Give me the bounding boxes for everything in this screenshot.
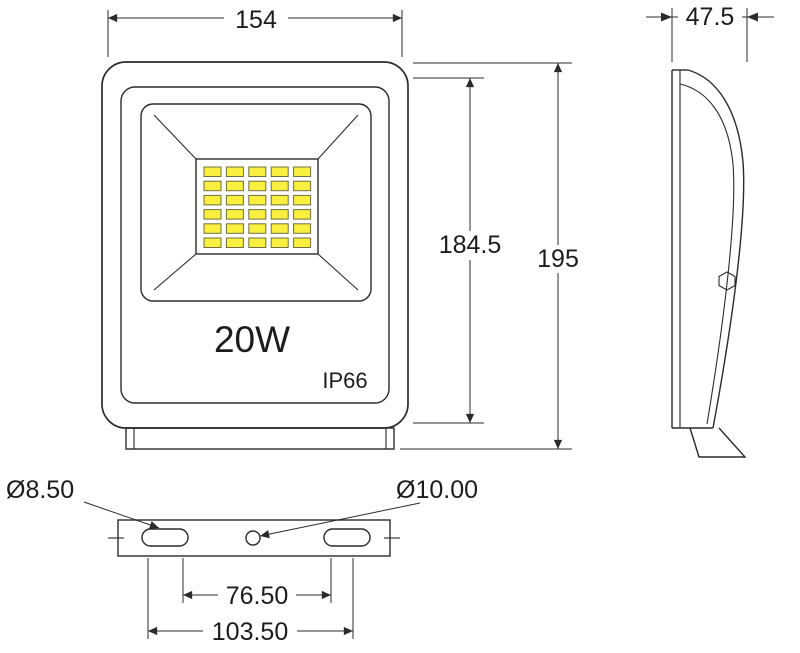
- led-chip: [293, 237, 312, 248]
- led-chip: [248, 194, 267, 206]
- side-foot: [689, 427, 747, 458]
- led-chip: [225, 194, 244, 206]
- led-chip: [270, 237, 289, 248]
- dim-span-outer: 103.50: [147, 558, 354, 646]
- leader-slot-diameter: Ø8.50: [6, 476, 160, 529]
- arrowhead: [661, 12, 672, 22]
- side-back-profile: [687, 69, 745, 429]
- led-chip: [293, 223, 312, 234]
- mounting-plate: [117, 519, 391, 557]
- led-chip: [293, 166, 312, 177]
- hex-bolt-icon: [718, 271, 736, 291]
- side-back-inner-contour: [679, 83, 735, 425]
- dim-total-height: 195: [400, 62, 587, 450]
- slot-right: [323, 528, 371, 547]
- led-chip: [293, 209, 312, 220]
- leader-hole-diameter: Ø10.00: [259, 476, 478, 539]
- led-chip: [248, 166, 267, 177]
- reflector-bevel-line: [153, 114, 197, 160]
- label-mask: [218, 582, 296, 609]
- led-chip: [203, 194, 222, 206]
- reflector-outline: [140, 103, 372, 302]
- dim-width-label: 154: [235, 6, 277, 34]
- label-mask: [428, 231, 512, 260]
- label-mask: [203, 618, 297, 645]
- led-chip: [203, 237, 222, 248]
- led-chip: [203, 223, 222, 234]
- leader-line: [259, 502, 421, 539]
- led-chip: [248, 180, 267, 192]
- face-outline: [120, 86, 390, 404]
- dim-depth-label: 47.5: [686, 3, 735, 31]
- led-panel: [195, 158, 319, 255]
- bottom-plate-view: [108, 519, 400, 557]
- slot-left: [141, 528, 189, 547]
- led-chip: [203, 209, 222, 220]
- dim-depth: 47.5: [646, 3, 774, 62]
- led-chip: [270, 194, 289, 206]
- led-chip: [270, 166, 289, 177]
- span-outer-label: 103.50: [212, 618, 288, 646]
- side-view: [671, 69, 747, 458]
- reflector-bevel-line: [317, 114, 359, 160]
- led-chip: [225, 180, 244, 192]
- led-chip: [203, 166, 222, 177]
- face-height-label: 184.5: [439, 231, 502, 259]
- span-inner-label: 76.50: [226, 582, 289, 610]
- led-chip: [203, 180, 222, 192]
- total-height-label: 195: [537, 245, 579, 273]
- led-chip: [293, 194, 312, 206]
- led-chip: [248, 223, 267, 234]
- led-chip: [225, 223, 244, 234]
- led-chip: [225, 237, 244, 248]
- led-array: [203, 166, 312, 248]
- led-chip: [225, 209, 244, 220]
- dim-face-height: 184.5: [413, 77, 512, 424]
- slot-diameter-label: Ø8.50: [6, 476, 74, 504]
- leader-line: [83, 501, 160, 529]
- led-chip: [293, 180, 312, 192]
- led-chip: [270, 180, 289, 192]
- dim-width: 154: [107, 4, 403, 57]
- mounting-bracket-front: [125, 427, 395, 450]
- bracket-band: [125, 427, 395, 450]
- label-mask: [529, 245, 587, 273]
- led-chip: [248, 237, 267, 248]
- ip-rating-label: IP66: [322, 368, 367, 393]
- label-mask: [678, 3, 742, 30]
- wattage-label: 20W: [214, 319, 290, 360]
- reflector-bevel-line: [317, 253, 359, 291]
- arrowhead: [747, 12, 758, 22]
- reflector-bevel-line: [153, 253, 197, 291]
- led-chip: [248, 209, 267, 220]
- front-view: 20W IP66: [101, 61, 409, 450]
- led-chip: [270, 209, 289, 220]
- dim-span-inner: 76.50: [182, 558, 332, 610]
- label-mask: [224, 4, 288, 32]
- center-hole: [245, 530, 261, 546]
- led-chip: [270, 223, 289, 234]
- hole-diameter-label: Ø10.00: [396, 476, 478, 504]
- led-chip: [225, 166, 244, 177]
